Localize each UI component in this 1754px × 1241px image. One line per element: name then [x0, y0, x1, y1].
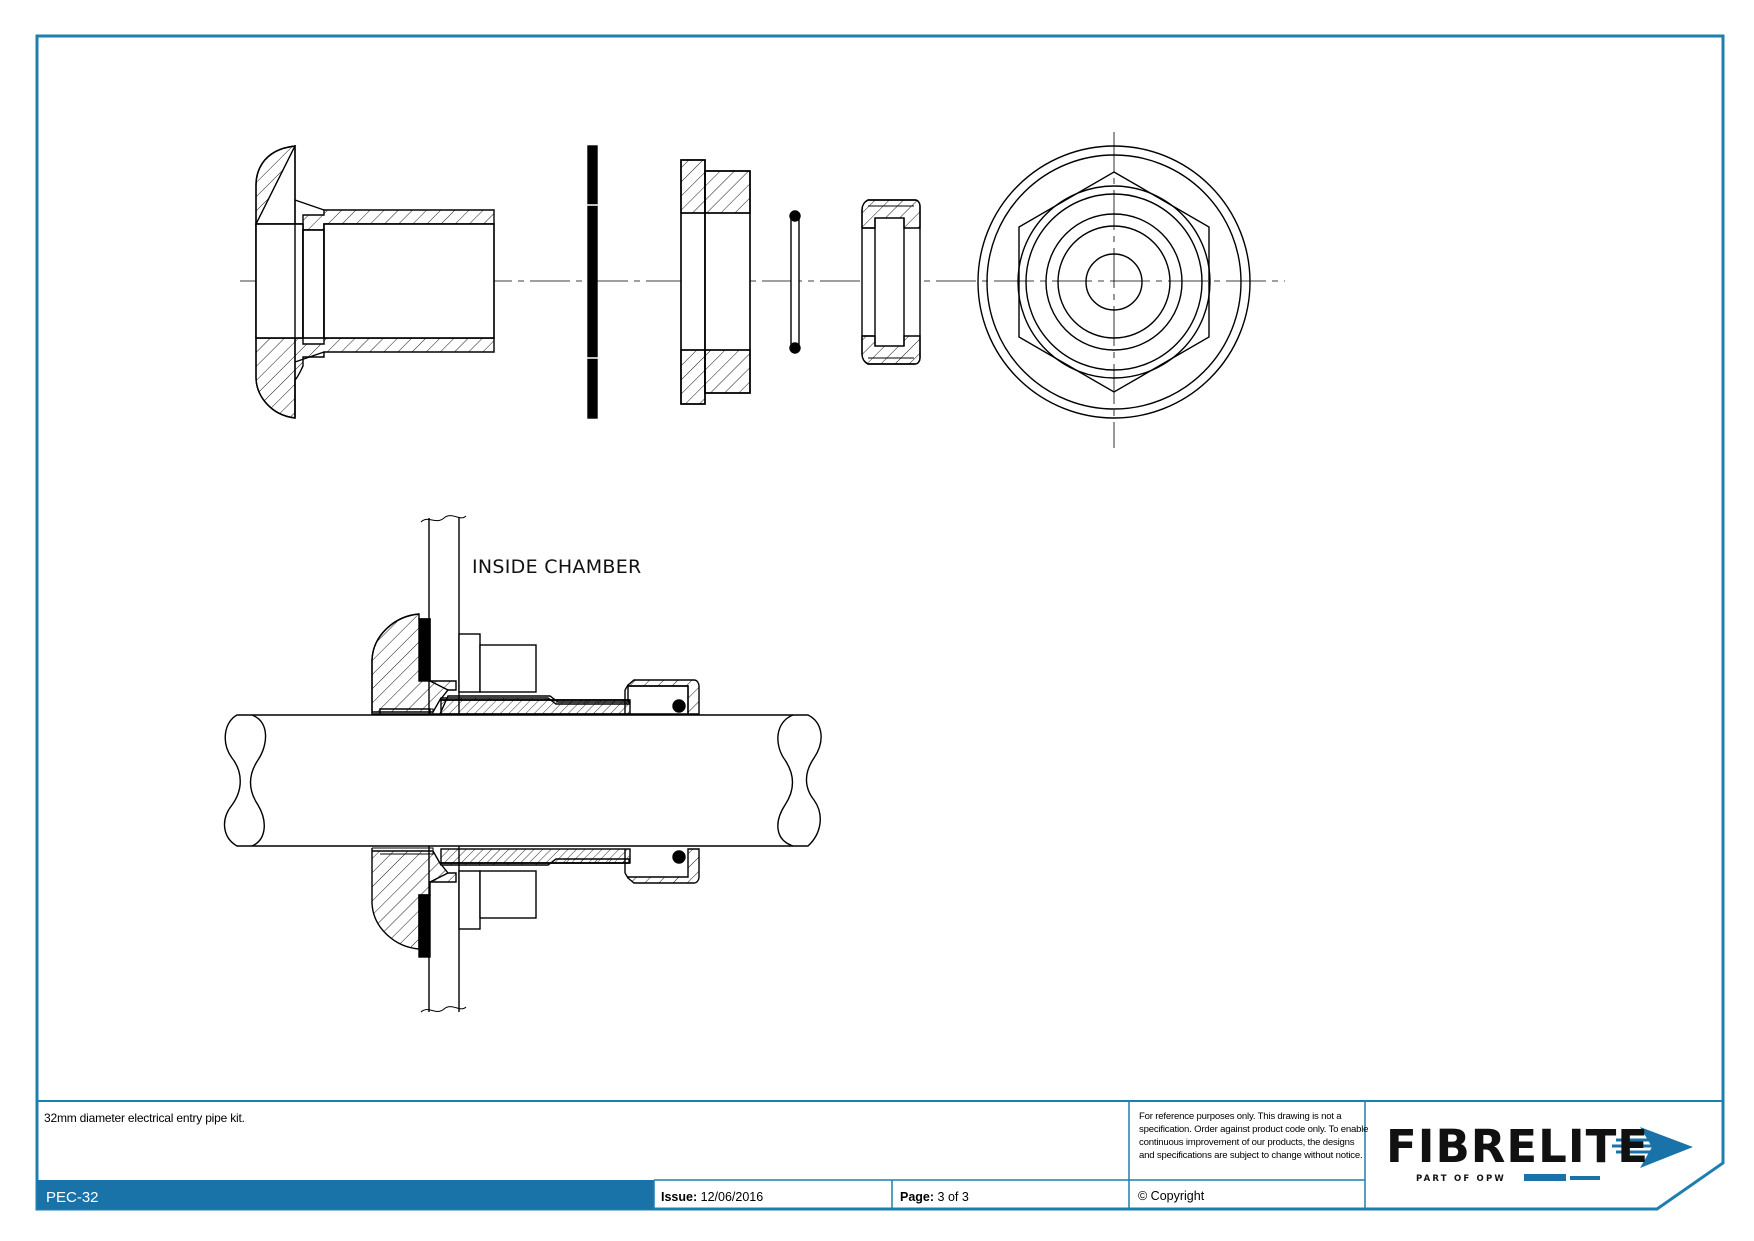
- gasket: [587, 145, 598, 419]
- code-band: [37, 1180, 654, 1209]
- issue-value: 12/06/2016: [700, 1190, 764, 1204]
- issue-field: Issue: 12/06/2016: [661, 1190, 763, 1204]
- o-ring: [789, 210, 801, 354]
- brand-logo: FIBRELITE: [1386, 1120, 1650, 1173]
- end-view: [977, 132, 1251, 448]
- disclaimer: For reference purposes only. This drawin…: [1139, 1111, 1369, 1161]
- compression-cap: [861, 199, 921, 365]
- issue-label: Issue:: [661, 1190, 698, 1204]
- sheet-frame: [35, 34, 1725, 1211]
- assembled-view: [223, 515, 822, 1013]
- inside-chamber-label: INSIDE CHAMBER: [472, 556, 642, 578]
- page-value: 3 of 3: [937, 1190, 969, 1204]
- page-label: Page:: [900, 1190, 935, 1204]
- pipe: [223, 714, 822, 847]
- exploded-view: [240, 132, 1285, 448]
- product-code: PEC-32: [46, 1189, 99, 1206]
- brand-tagline: PART OF OPW: [1416, 1174, 1506, 1184]
- description: 32mm diameter electrical entry pipe kit.: [44, 1111, 245, 1125]
- lock-nut: [680, 159, 751, 405]
- logo-arrow-icon: [1524, 1127, 1693, 1181]
- flanged-body: [254, 145, 495, 419]
- title-block: [37, 1100, 1723, 1209]
- copyright: © Copyright: [1138, 1189, 1205, 1203]
- page-field: Page: 3 of 3: [900, 1190, 969, 1204]
